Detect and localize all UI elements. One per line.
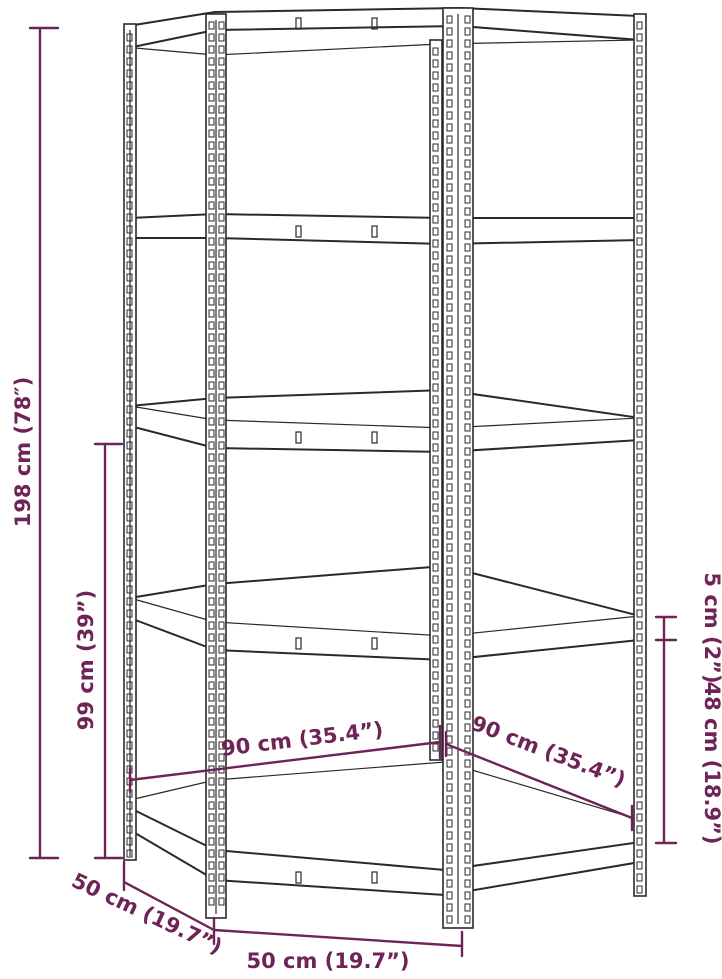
dimension-total-height: 198 cm (78″)	[11, 26, 60, 860]
shelf-level-2	[129, 213, 641, 245]
post-perforations	[126, 15, 643, 924]
post-far-right	[633, 13, 647, 897]
right-width-label: 90 cm (35.4”)	[468, 711, 629, 792]
dimension-mid-height: 99 cm (39”)	[74, 442, 124, 860]
dimension-shelf-gap: 5 cm (2”) 48 cm (18.9”)	[654, 572, 722, 845]
post-front-left	[205, 13, 227, 919]
post-front-corner	[442, 7, 474, 929]
top-frame	[127, 7, 641, 56]
shelf-level-5	[129, 761, 641, 896]
left-depth-label: 50 cm (19.7”)	[68, 868, 226, 959]
post-back-corner	[429, 39, 443, 761]
foot-height-label: 5 cm (2”)	[700, 572, 722, 683]
shelving-unit	[123, 7, 647, 929]
dimension-left-depth: 50 cm (19.7”)	[68, 860, 226, 959]
shelf-level-3	[129, 389, 641, 453]
left-width-label: 90 cm (35.4”)	[220, 717, 385, 761]
dimension-annotations: 198 cm (78″) 99 cm (39”) 5 cm (2”) 48 cm…	[11, 26, 722, 973]
front-depth-label: 50 cm (19.7”)	[247, 949, 410, 973]
shelf-level-4	[129, 565, 641, 661]
dimension-front-depth: 50 cm (19.7”)	[212, 928, 464, 973]
mid-height-label: 99 cm (39”)	[74, 590, 98, 730]
total-height-label: 198 cm (78″)	[11, 377, 35, 528]
dimension-left-width: 90 cm (35.4”)	[128, 717, 442, 794]
shelf-gap-label: 48 cm (18.9”)	[700, 682, 722, 845]
